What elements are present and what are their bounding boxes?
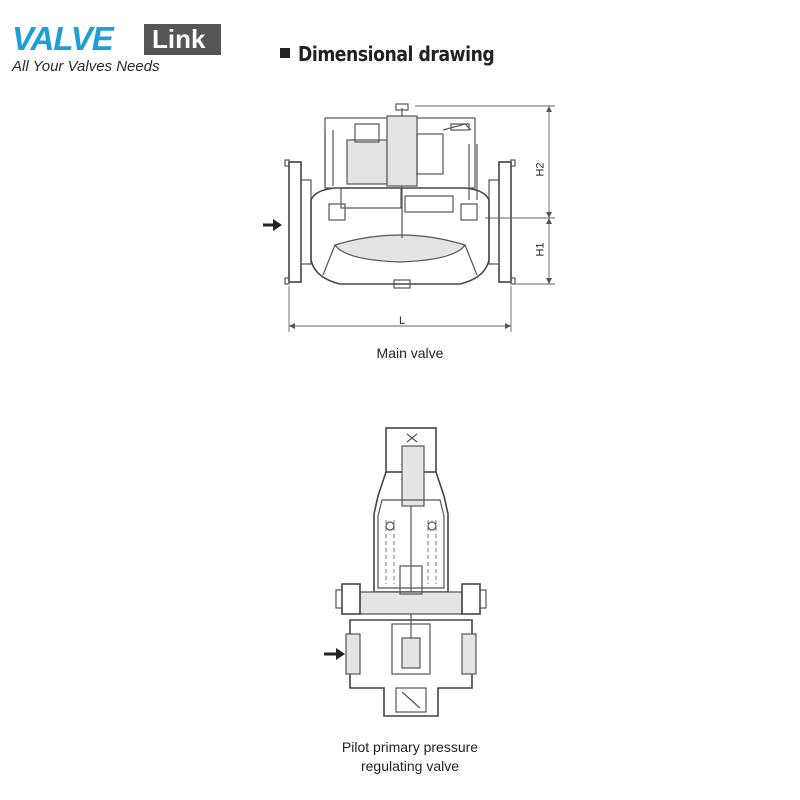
pilot-valve-caption: Pilot primary pressure regulating valve [300,738,520,776]
logo-wordmark-valve: VALVE [12,20,114,57]
dimension-h1-label: H1 [534,242,547,257]
pilot-valve-caption-line2: regulating valve [360,758,460,774]
logo-wordmark-link: Link [152,24,206,54]
left-fitting [341,583,361,615]
arrow-right-icon [263,219,282,231]
left-flange [288,161,302,283]
drain-plug [393,279,411,289]
section-title: Dimensional drawing [280,42,526,66]
dimension-h2-label: H2 [534,162,547,177]
main-valve-caption: Main valve [376,345,444,361]
arrow-right-icon [324,648,345,660]
dimension-l-label: L [398,315,406,327]
pilot-diaphragm-chamber [359,591,463,615]
right-flange [498,161,512,283]
pilot-valve-drawing [320,424,500,724]
logo-tagline: All Your Valves Needs [12,58,160,75]
main-valve-drawing [255,100,565,340]
brand-logo: VALVE Link All Your Valves Needs [10,22,222,78]
main-valve-diaphragm [334,234,466,263]
right-fitting [461,583,481,615]
pilot-valve-caption-line1: Pilot primary pressure [341,739,479,755]
main-valve-body [310,187,490,285]
logo-link-box: Link [144,24,221,55]
square-bullet-icon [280,47,290,58]
section-title-text: Dimensional drawing [298,42,495,66]
